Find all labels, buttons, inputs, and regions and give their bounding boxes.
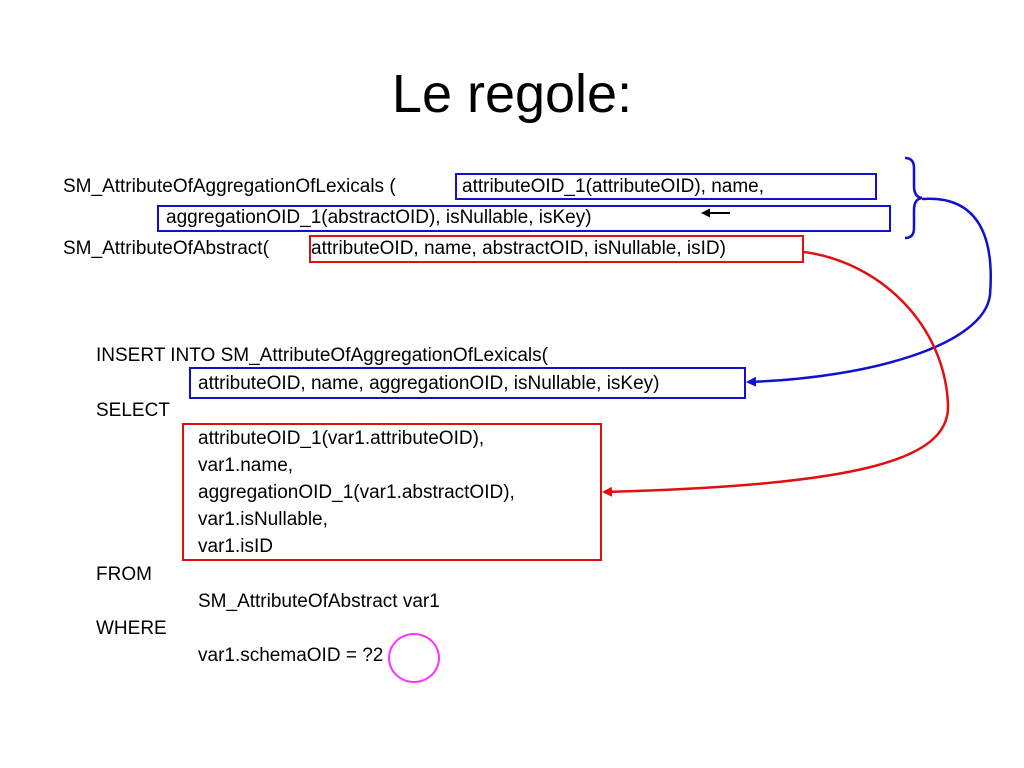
abstract-attrs-box	[309, 235, 804, 263]
select-item-4: var1.isNullable,	[198, 509, 328, 530]
schema-line-3-attrs: attributeOID, name, abstractOID, isNulla…	[311, 238, 726, 259]
select-item-2: var1.name,	[198, 455, 294, 476]
insert-attrs-box	[189, 367, 746, 399]
select-item-5: var1.isID	[198, 536, 273, 557]
select-item-3: aggregationOID_1(var1.abstractOID),	[198, 482, 515, 503]
insert-attrs: attributeOID, name, aggregationOID, isNu…	[198, 373, 660, 394]
schema-line-3-name: SM_AttributeOfAbstract(	[63, 238, 269, 259]
right-curly-brace	[904, 156, 923, 240]
insert-into-line: INSERT INTO SM_AttributeOfAggregationOfL…	[96, 345, 548, 366]
where-condition: var1.schemaOID = ?2	[198, 645, 384, 666]
schema-line-2-attrs: aggregationOID_1(abstractOID), isNullabl…	[166, 207, 592, 228]
schema-line-1-attrs: attributeOID_1(attributeOID), name,	[462, 176, 765, 197]
from-table: SM_AttributeOfAbstract var1	[198, 591, 440, 612]
slide-title: Le regole:	[391, 64, 633, 124]
select-item-1: attributeOID_1(var1.attributeOID),	[198, 428, 485, 449]
blue-mapping-arrow	[746, 197, 992, 387]
from-keyword: FROM	[96, 564, 152, 585]
parameter-highlight-circle	[388, 633, 440, 683]
schema-line-1-name: SM_AttributeOfAggregationOfLexicals (	[63, 176, 396, 197]
red-mapping-arrow	[602, 250, 950, 497]
select-keyword: SELECT	[96, 400, 170, 421]
aggregation-attrs-box-1	[455, 173, 877, 200]
aggregation-attrs-box-2	[157, 205, 891, 232]
where-keyword: WHERE	[96, 618, 167, 639]
select-items-box	[182, 423, 602, 561]
